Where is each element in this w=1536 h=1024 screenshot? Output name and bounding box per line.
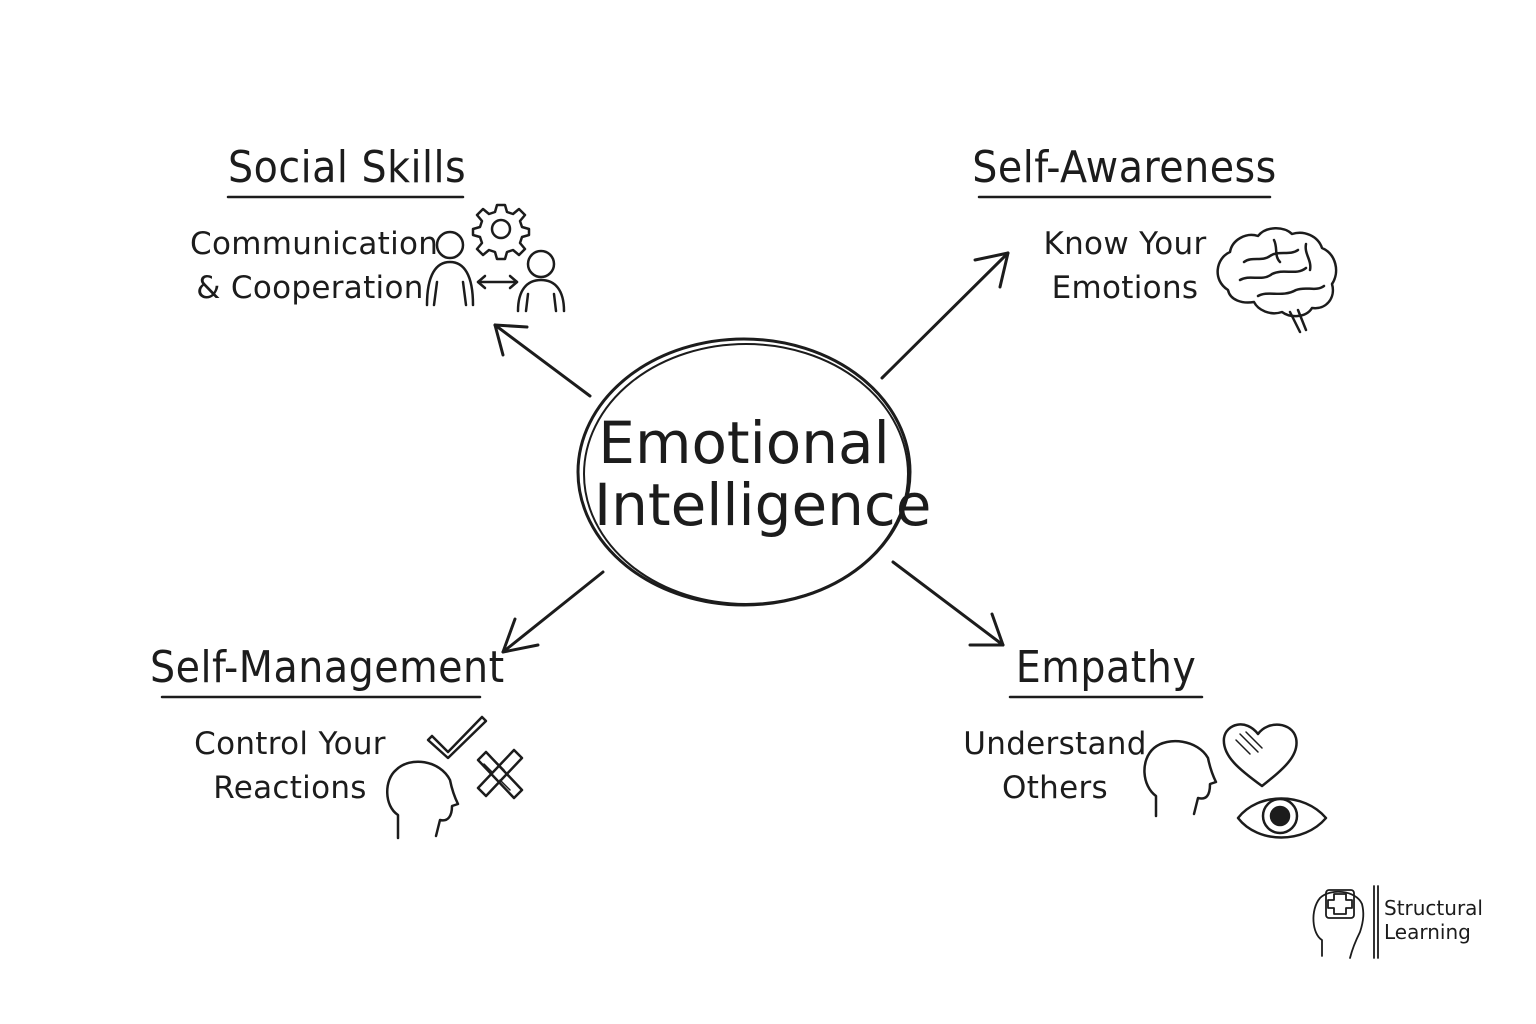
self-management-description: Control Your Reactions xyxy=(185,722,395,810)
arrow-to-social-skills xyxy=(493,323,592,398)
social-skills-line2: & Cooperation xyxy=(196,270,424,306)
self-management-line2: Reactions xyxy=(213,770,367,806)
social-skills-line1: Communication xyxy=(190,226,439,262)
arrow-to-empathy xyxy=(891,560,1005,647)
empathy-line2: Others xyxy=(1002,770,1108,806)
cross-icon xyxy=(476,748,524,800)
center-label-line2: Intelligence xyxy=(594,471,932,539)
social-skills-description: Communication & Cooperation xyxy=(190,222,439,310)
gear-icon xyxy=(471,203,531,261)
empathy-description: Understand Others xyxy=(960,722,1150,810)
center-ellipse xyxy=(576,337,912,607)
brand-logo-icon xyxy=(1312,885,1379,959)
head-icon xyxy=(386,760,460,840)
social-skills-title: Social Skills xyxy=(228,142,467,193)
self-awareness-line1: Know Your xyxy=(1043,226,1207,262)
self-awareness-line2: Emotions xyxy=(1051,270,1199,306)
empathy-line1: Understand xyxy=(963,726,1147,762)
center-label: Emotional Intelligence xyxy=(594,409,932,539)
self-awareness-title: Self-Awareness xyxy=(972,142,1277,193)
brand-line2: Learning xyxy=(1384,920,1471,944)
self-awareness-description: Know Your Emotions xyxy=(1030,222,1220,310)
self-management-line1: Control Your xyxy=(194,726,386,762)
center-label-line1: Emotional xyxy=(598,409,890,477)
empathy-title: Empathy xyxy=(1015,642,1197,693)
self-management-title: Self-Management xyxy=(150,642,505,693)
people-exchange-icon xyxy=(425,230,566,313)
arrow-to-self-awareness xyxy=(880,251,1010,380)
eye-icon xyxy=(1236,797,1328,839)
head-icon xyxy=(1143,740,1218,818)
checkmark-icon xyxy=(426,715,488,760)
brand-line1: Structural xyxy=(1384,896,1483,920)
heart-icon xyxy=(1222,723,1298,788)
brand-name[interactable]: Structural Learning xyxy=(1384,896,1504,944)
brain-icon xyxy=(1216,227,1338,334)
arrow-to-self-management xyxy=(501,570,605,654)
